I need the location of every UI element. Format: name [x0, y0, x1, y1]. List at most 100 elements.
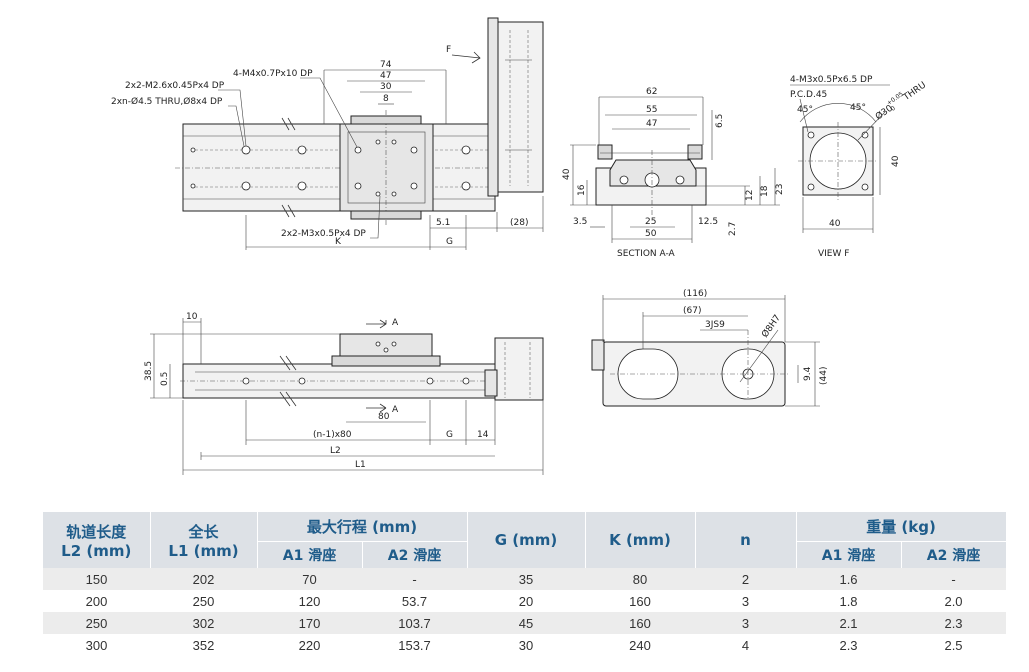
header-weight: 重量 (kg)	[796, 512, 1007, 542]
table-cell: 30	[467, 634, 586, 656]
table-cell: 153.7	[362, 634, 468, 656]
table-cell: 70	[257, 568, 362, 590]
top-view: F 2x2-M2.6x0.45Px4 DP 2xn-Ø4.5 THRU,Ø8x4…	[111, 17, 544, 250]
table-cell: 2.1	[796, 612, 902, 634]
dim-8: 8	[383, 94, 389, 104]
end-dim-44: (44)	[819, 367, 829, 385]
viewf-angle-2: 45°	[850, 103, 866, 113]
table-cell: 250	[43, 612, 150, 634]
sec-dim-6-5: 6.5	[715, 114, 725, 128]
header-rail-length-unit: L2 (mm)	[61, 541, 132, 560]
header-weight-a1: A1 滑座	[796, 541, 902, 568]
front-view: A A 10 38.5 0.5 80 (n-1)x80 G 14 L2 L1	[144, 312, 544, 475]
table-cell: 20	[467, 590, 586, 612]
header-total-length-label: 全长	[188, 522, 219, 541]
callout-m4: 4-M4x0.7Px10 DP	[233, 69, 313, 79]
sec-dim-12: 12	[745, 190, 755, 201]
viewf-thru-tol2: 0	[890, 105, 897, 113]
dim-5-1: 5.1	[436, 218, 450, 228]
end-dim-8h7: Ø8H7	[759, 313, 783, 340]
table-cell: 150	[43, 568, 150, 590]
table-cell: 2.3	[901, 612, 1007, 634]
end-dim-9-4: 9.4	[803, 366, 813, 381]
front-dim-g: G	[446, 430, 453, 440]
front-a-top: A	[392, 318, 399, 328]
table-cell: 80	[585, 568, 696, 590]
table-cell: 2.3	[796, 634, 902, 656]
sec-dim-3-5: 3.5	[573, 217, 587, 227]
front-dim-10: 10	[186, 312, 198, 322]
table-cell: 1.8	[796, 590, 902, 612]
table-row: 300 352 220 153.7 30 240 4 2.3 2.5	[43, 634, 1007, 656]
end-view: (116) (67) 3JS9 Ø8H7 9.4 (44)	[591, 289, 829, 407]
table-cell: 170	[257, 612, 362, 634]
callout-thru: 2xn-Ø4.5 THRU,Ø8x4 DP	[111, 96, 223, 107]
table-cell: 302	[150, 612, 257, 634]
front-a-bottom: A	[392, 405, 399, 415]
sec-dim-23: 23	[775, 184, 785, 195]
front-dim-80: 80	[378, 412, 390, 422]
table-row: 150 202 70 - 35 80 2 1.6 -	[43, 568, 1007, 590]
callout-m26: 2x2-M2.6x0.45Px4 DP	[125, 81, 225, 91]
sec-dim-2-7: 2.7	[728, 222, 738, 236]
header-g: G (mm)	[467, 512, 586, 568]
table-cell: 200	[43, 590, 150, 612]
header-total-length-unit: L1 (mm)	[168, 541, 239, 560]
sec-dim-12-5: 12.5	[698, 217, 718, 227]
dim-28: (28)	[510, 218, 528, 228]
table-row: 250 302 170 103.7 45 160 3 2.1 2.3	[43, 612, 1007, 634]
table-cell: 35	[467, 568, 586, 590]
table-cell: 45	[467, 612, 586, 634]
table-cell: 240	[585, 634, 696, 656]
sec-dim-25: 25	[645, 217, 656, 227]
header-weight-a2: A2 滑座	[901, 541, 1007, 568]
header-max-stroke: 最大行程 (mm)	[257, 512, 468, 542]
front-dim-38-5: 38.5	[144, 361, 154, 381]
end-dim-116: (116)	[683, 289, 707, 299]
table-cell: 250	[150, 590, 257, 612]
table-cell: 160	[585, 590, 696, 612]
sec-dim-18: 18	[760, 185, 770, 197]
end-dim-3js9: 3JS9	[705, 320, 725, 330]
viewf-angle-1: 45°	[797, 105, 813, 115]
dim-30: 30	[380, 82, 392, 92]
table-cell: 120	[257, 590, 362, 612]
dim-k: K	[335, 237, 342, 247]
technical-drawing: F 2x2-M2.6x0.45Px4 DP 2xn-Ø4.5 THRU,Ø8x4…	[111, 17, 928, 475]
viewf-caption: VIEW F	[818, 249, 849, 259]
table-cell: -	[362, 568, 468, 590]
view-f: 4-M3x0.5Px6.5 DP P.C.D.45 45° 45° Ø30 +0…	[790, 75, 928, 259]
table-cell: 160	[585, 612, 696, 634]
table-cell: 1.6	[796, 568, 902, 590]
front-dim-l2: L2	[330, 446, 341, 456]
end-dim-67: (67)	[683, 306, 701, 316]
section-a-a: 62 55 47 6.5 40 16 12 18 23 3.5 25 12.5 …	[562, 87, 785, 259]
header-total-length: 全长 L1 (mm)	[150, 512, 258, 568]
view-f-marker: F	[446, 45, 451, 55]
callout-m3: 2x2-M3x0.5Px4 DP	[281, 229, 366, 239]
header-rail-length-label: 轨道长度	[66, 522, 127, 541]
viewf-pcd: P.C.D.45	[790, 90, 827, 100]
sec-dim-47: 47	[646, 119, 657, 129]
table-cell: 2.0	[901, 590, 1007, 612]
viewf-dim-40h: 40	[829, 219, 841, 229]
sec-dim-62: 62	[646, 87, 657, 97]
table-row: 200 250 120 53.7 20 160 3 1.8 2.0	[43, 590, 1007, 612]
header-k: K (mm)	[585, 512, 696, 568]
header-stroke-a1: A1 滑座	[257, 541, 363, 568]
header-stroke-a2: A2 滑座	[362, 541, 468, 568]
dim-47: 47	[380, 71, 391, 81]
sec-dim-55: 55	[646, 105, 657, 115]
spec-table: 轨道长度 L2 (mm) 全长 L1 (mm) 最大行程 (mm) G (mm)…	[43, 512, 1007, 656]
table-cell: -	[901, 568, 1007, 590]
section-caption: SECTION A-A	[617, 249, 676, 259]
table-cell: 220	[257, 634, 362, 656]
viewf-dim-40v: 40	[891, 155, 901, 167]
dim-74: 74	[380, 60, 392, 70]
table-cell: 2.5	[901, 634, 1007, 656]
table-cell: 3	[695, 612, 797, 634]
header-rail-length: 轨道长度 L2 (mm)	[43, 512, 151, 568]
dim-g: G	[446, 237, 453, 247]
front-dim-l1: L1	[355, 460, 366, 470]
table-cell: 202	[150, 568, 257, 590]
